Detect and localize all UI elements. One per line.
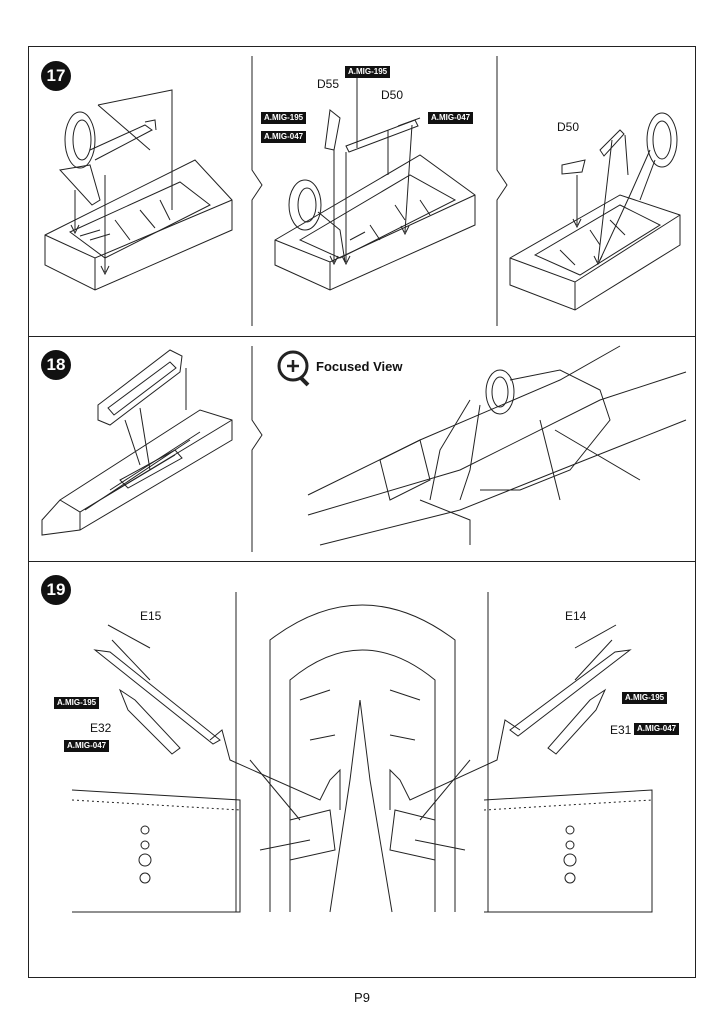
paint-tag: A.MIG-195 [622,692,668,704]
paint-tag: A.MIG-047 [64,740,110,752]
step17-panel2-drawing [274,70,476,291]
focused-view-title: Focused View [316,359,403,374]
step18-wing-drawing [41,349,233,536]
row-divider [28,561,696,562]
step-number-badge: 19 [41,575,71,605]
part-label: E14 [565,609,587,623]
step-number-badge: 17 [41,61,71,91]
instruction-frame [28,46,696,978]
paint-tag: A.MIG-195 [54,697,100,709]
part-label: E32 [90,721,112,735]
paint-tag: A.MIG-047 [634,723,680,735]
paint-tag: A.MIG-195 [345,66,391,78]
step-number-badge: 18 [41,350,71,380]
part-label: E31 [610,723,632,737]
part-label: D50 [381,88,404,102]
focused-view-drawing [277,345,687,546]
part-label: E15 [140,609,162,623]
paint-tag: A.MIG-047 [428,112,474,124]
row-divider [28,336,696,337]
step17-panel3-drawing [509,112,681,311]
step19-drawing [71,592,653,913]
part-label: D50 [557,120,580,134]
page-number: P9 [354,990,370,1005]
part-label: D55 [317,77,340,91]
paint-tag: A.MIG-195 [261,112,307,124]
paint-tag: A.MIG-047 [261,131,307,143]
step17-panel1-drawing [44,89,233,291]
